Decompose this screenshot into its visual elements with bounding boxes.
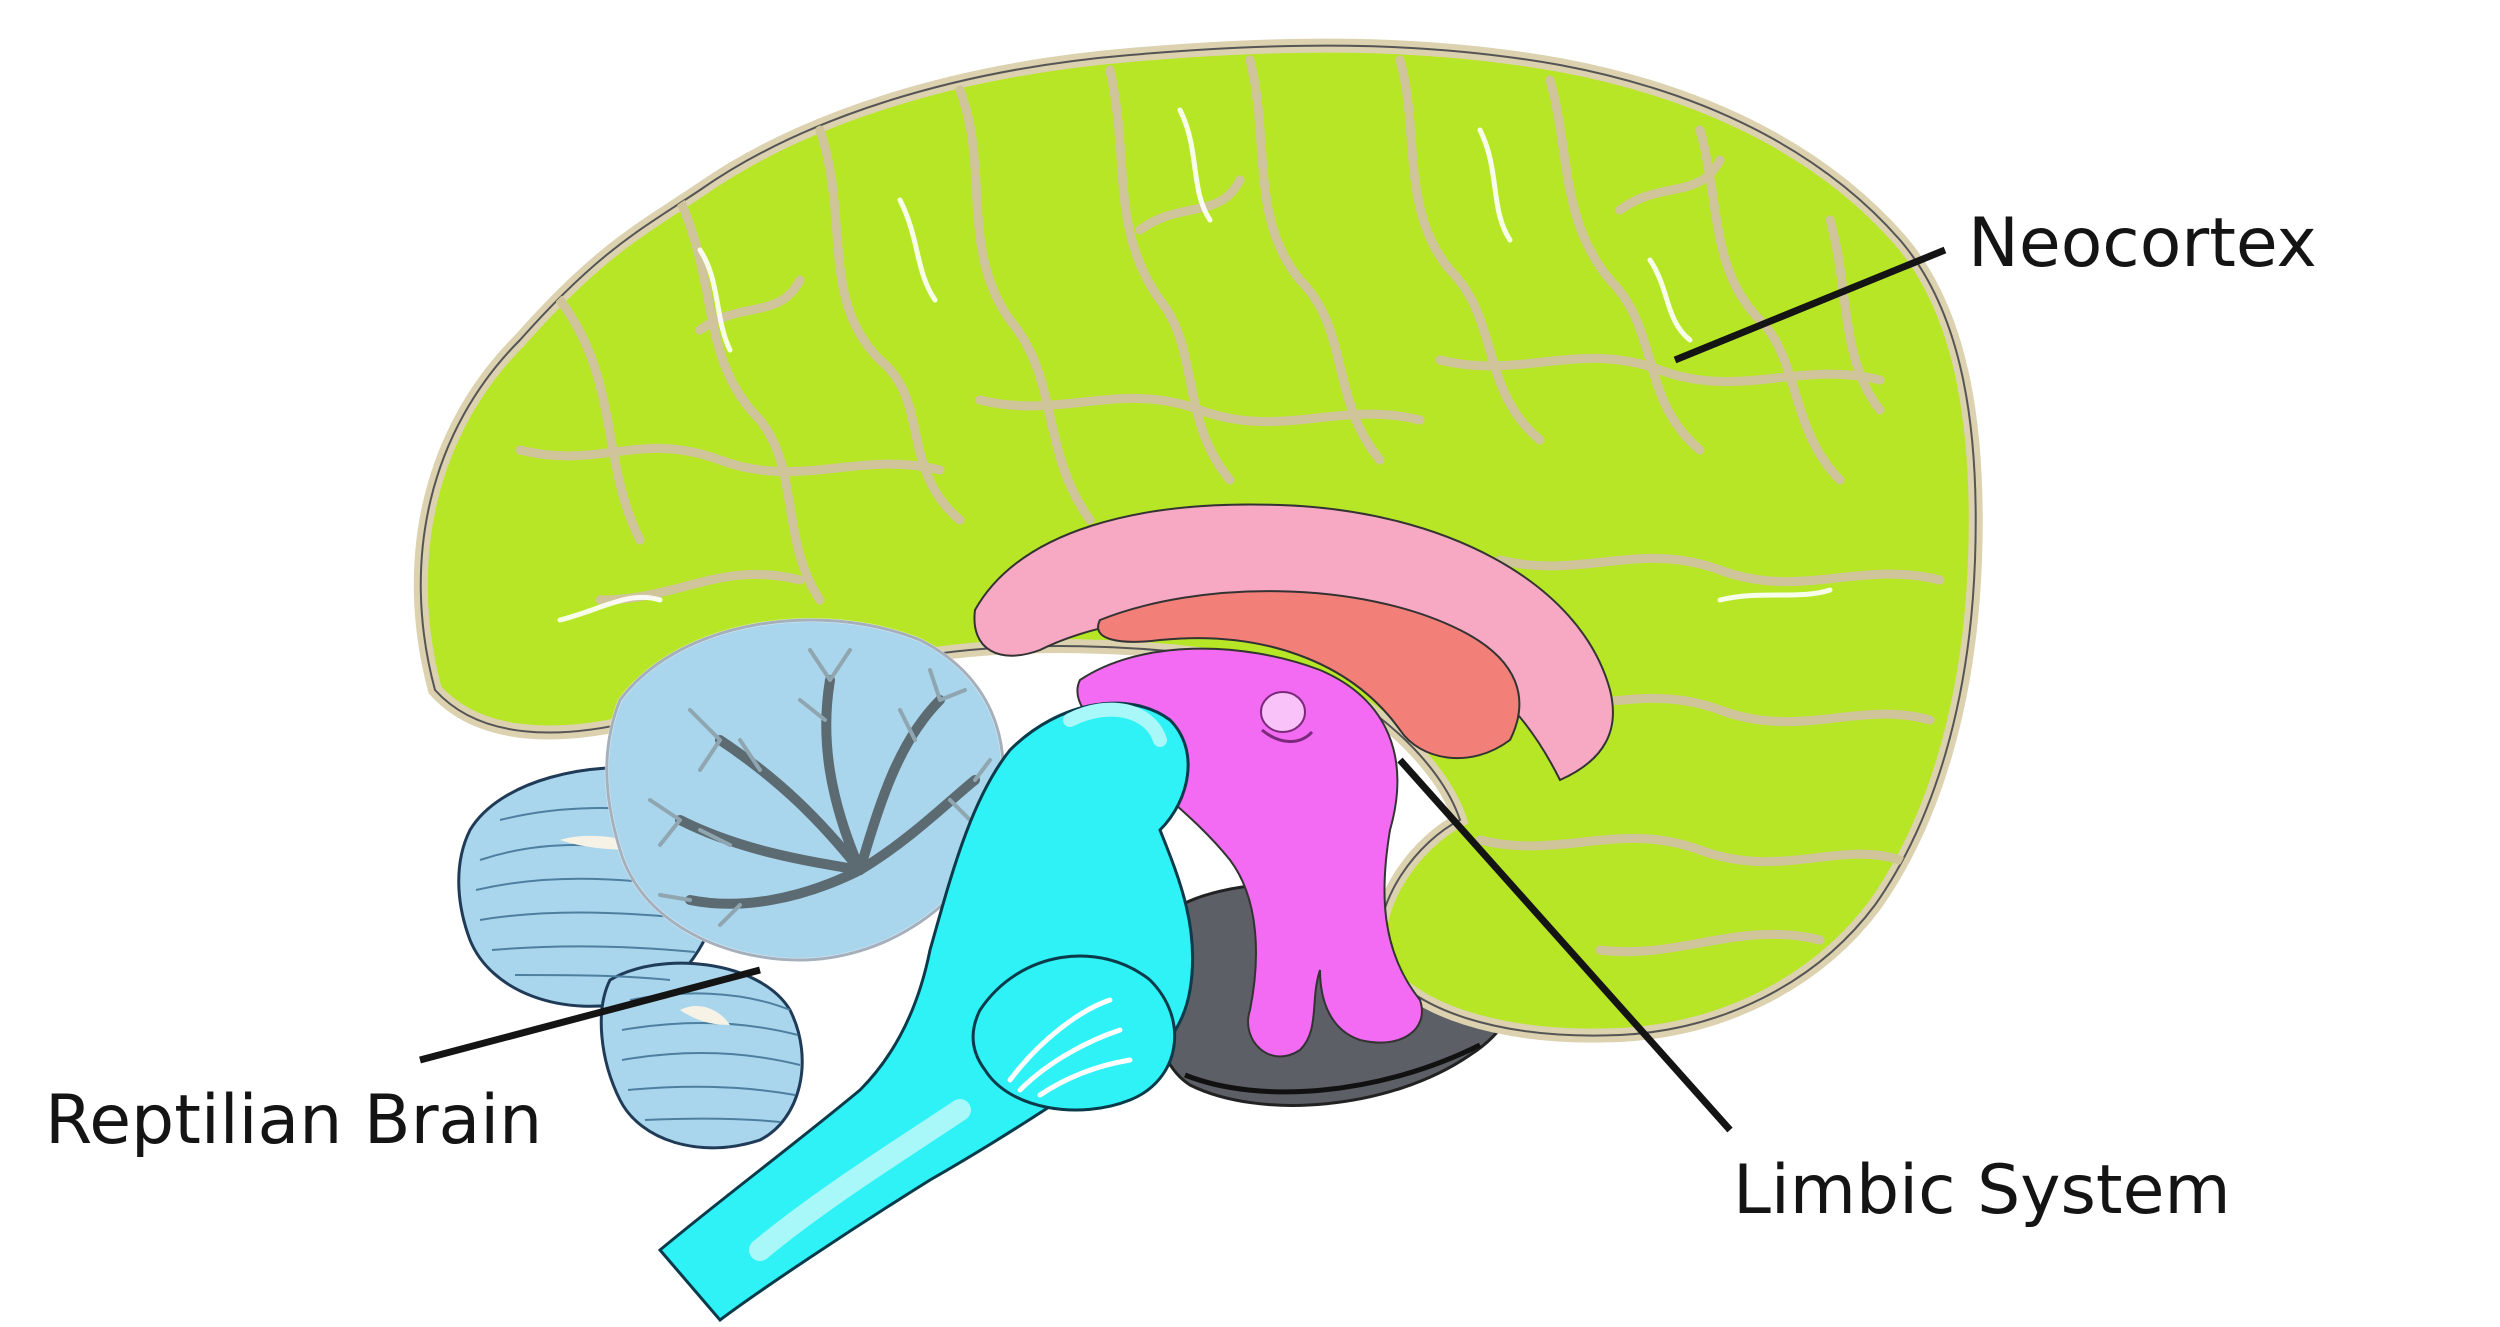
neocortex-label: Neocortex [1968, 204, 2317, 283]
brainstem [657, 701, 1195, 1323]
thalamus-nucleus [1260, 691, 1306, 733]
reptilian-brain-label: Reptilian Brain [45, 1081, 543, 1160]
limbic-pointer [1397, 757, 1733, 1133]
fornix-band [1097, 590, 1521, 760]
cingulate-gyrus [973, 503, 1614, 782]
reptilian-pointer [419, 966, 761, 1064]
pons [971, 954, 1177, 1112]
neocortex-pointer [1673, 246, 1947, 364]
arbor-vitae [604, 618, 1006, 963]
limbic-system-label: Limbic System [1733, 1151, 2231, 1230]
